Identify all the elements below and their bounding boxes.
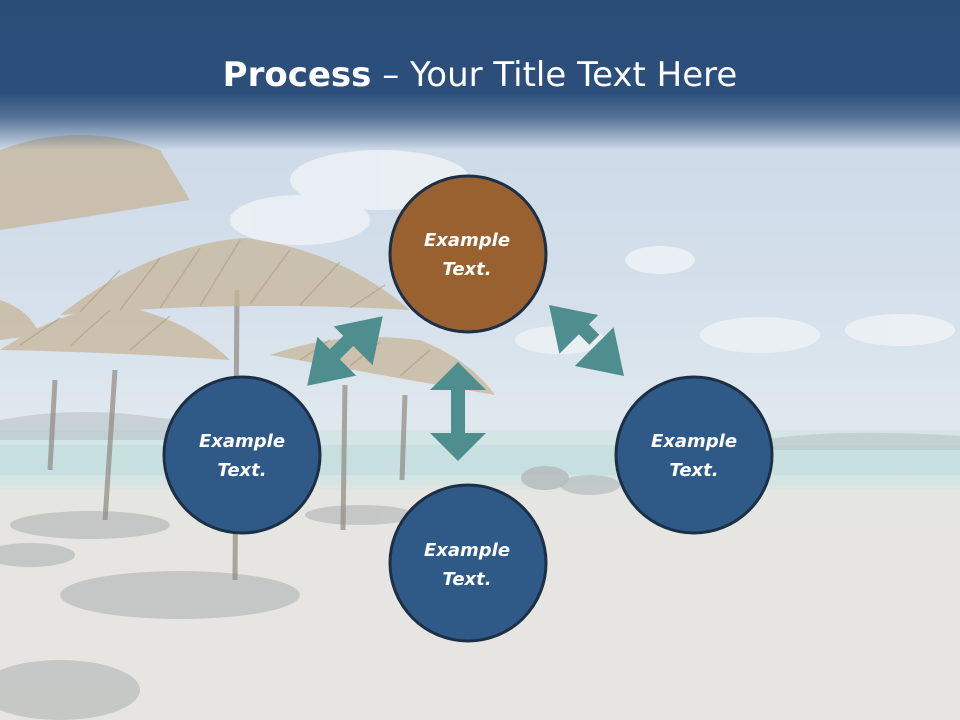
process-node-left: Example Text. <box>162 375 322 535</box>
connector-arrow-vertical <box>430 362 486 461</box>
node-label-line2: Text. <box>669 460 718 481</box>
node-label-line2: Text. <box>217 460 266 481</box>
node-label-line2: Text. <box>442 259 491 280</box>
node-label-line1: Example <box>424 230 510 251</box>
slide-title-bold: Process <box>222 55 372 95</box>
process-node-right: Example Text. <box>614 375 774 535</box>
node-label-line2: Text. <box>442 569 491 590</box>
node-label-line1: Example <box>651 431 737 452</box>
connector-arrow-top-right <box>549 305 624 376</box>
process-node-bottom: Example Text. <box>388 483 548 643</box>
slide-title: Process – Your Title Text Here <box>0 54 960 96</box>
title-banner <box>0 0 960 150</box>
node-label-line1: Example <box>199 431 285 452</box>
connector-arrow-top-left <box>307 316 383 386</box>
process-node-top: Example Text. <box>388 174 548 334</box>
slide-title-separator: – <box>371 55 411 95</box>
node-label-line1: Example <box>424 540 510 561</box>
slide-title-rest: Your Title Text Here <box>410 55 738 95</box>
